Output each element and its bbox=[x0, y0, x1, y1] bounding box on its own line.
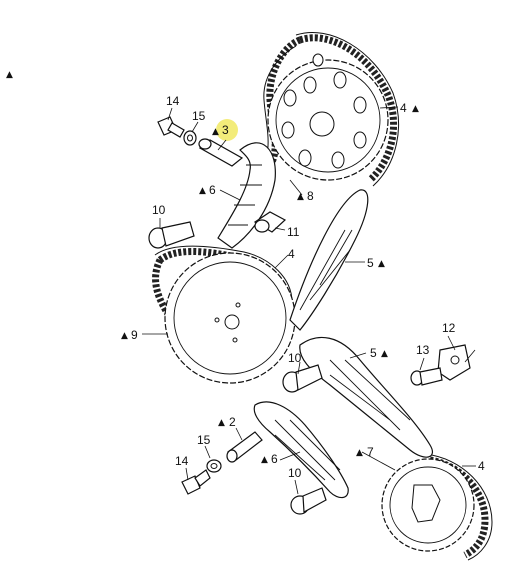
pin-3 bbox=[198, 138, 244, 167]
label-4-middle: 4 bbox=[288, 247, 295, 261]
leader-lines bbox=[142, 106, 476, 495]
bolt-11 bbox=[253, 211, 287, 233]
bolt-14-lower bbox=[181, 469, 211, 495]
pin-2 bbox=[226, 431, 263, 463]
label-12: 12 bbox=[442, 321, 456, 335]
marker-2: ▲ bbox=[218, 418, 225, 428]
marker-9: ▲ bbox=[121, 331, 128, 341]
label-5-upper: 5 bbox=[367, 256, 374, 270]
marker-5-upper: ▲ bbox=[378, 259, 385, 269]
label-10-lower: 10 bbox=[288, 466, 302, 480]
label-11: 11 bbox=[287, 225, 300, 239]
label-9: 9 bbox=[131, 328, 138, 342]
highlight-circle bbox=[216, 119, 238, 141]
label-10-upper: 10 bbox=[152, 203, 166, 217]
marker-4-top: ▲ bbox=[412, 104, 419, 114]
washer-15-upper bbox=[183, 130, 197, 146]
marker-3: ▲ bbox=[212, 127, 219, 137]
label-5-lower: 5 bbox=[370, 346, 377, 360]
bracket-12 bbox=[437, 344, 476, 381]
label-2: 2 bbox=[229, 415, 236, 429]
lower-right-chain bbox=[424, 453, 493, 561]
label-14-upper: 14 bbox=[166, 94, 180, 108]
guide-rail-6-upper bbox=[217, 142, 276, 249]
bolt-14-upper bbox=[157, 116, 185, 138]
crank-sprocket bbox=[164, 252, 296, 384]
part-labels: 14 15 ▲ 3 4 ▲ ▲ 6 ▲ 8 10 11 4 5 ▲ ▲ 9 12… bbox=[121, 94, 485, 480]
label-14-lower: 14 bbox=[175, 454, 189, 468]
bolt-10-lower bbox=[290, 487, 327, 515]
washer-15-lower bbox=[206, 459, 222, 473]
legend-marker: ▲ bbox=[6, 70, 13, 80]
upper-cam-sprocket bbox=[267, 53, 389, 181]
marker-8: ▲ bbox=[297, 192, 304, 202]
label-6-lower: 6 bbox=[271, 452, 278, 466]
marker-6-lower: ▲ bbox=[261, 455, 268, 465]
marker-7: ▲ bbox=[356, 448, 363, 458]
label-8: 8 bbox=[307, 189, 314, 203]
label-3: 3 bbox=[222, 123, 229, 137]
idler-sprocket bbox=[381, 458, 475, 552]
label-10-middle: 10 bbox=[288, 351, 302, 365]
label-4-bottom: 4 bbox=[478, 459, 485, 473]
label-15-upper: 15 bbox=[192, 109, 206, 123]
guide-rail-6-lower bbox=[253, 401, 349, 499]
bolt-13 bbox=[410, 367, 443, 386]
label-13: 13 bbox=[416, 343, 430, 357]
guide-rail-5-upper bbox=[289, 189, 369, 331]
bolt-10-upper bbox=[148, 221, 195, 249]
guide-rail-5-lower bbox=[299, 336, 433, 458]
label-15-lower: 15 bbox=[197, 433, 211, 447]
label-6-upper: 6 bbox=[209, 183, 216, 197]
marker-5-lower: ▲ bbox=[381, 349, 388, 359]
label-7: 7 bbox=[367, 445, 374, 459]
marker-6-upper: ▲ bbox=[199, 186, 206, 196]
bolt-10-middle bbox=[282, 364, 323, 393]
label-4-top: 4 bbox=[400, 101, 407, 115]
